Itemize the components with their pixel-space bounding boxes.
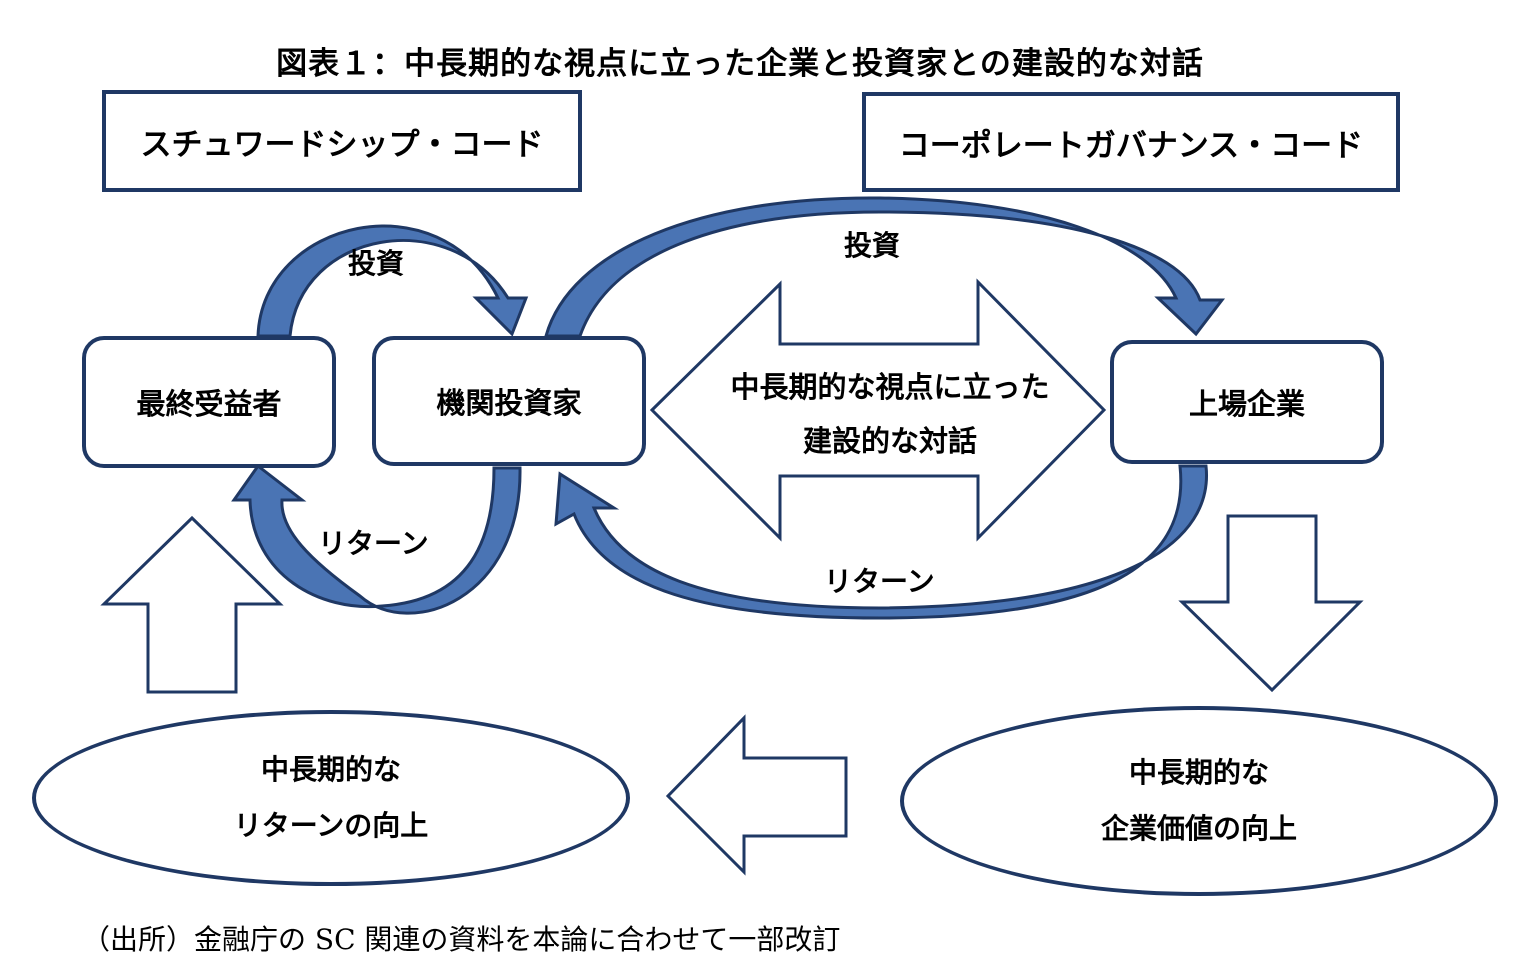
dialogue-text: 中長期的な視点に立った 建設的な対話 (660, 360, 1120, 468)
stewardship-code-label: スチュワードシップ・コード (140, 126, 544, 163)
beneficiary-label: 最終受益者 (136, 387, 282, 421)
source-note: （出所）金融庁の SC 関連の資料を本論に合わせて一部改訂 (82, 923, 841, 956)
dialogue-line-2: 建設的な対話 (802, 424, 977, 458)
dialogue-line-1: 中長期的な視点に立った (730, 370, 1050, 404)
institutional-investor-label: 機関投資家 (436, 386, 582, 420)
corporate-value-line-2: 企業価値の向上 (1100, 812, 1297, 845)
page-title: 図表１：中長期的な視点に立った企業と投資家との建設的な対話 (276, 46, 1204, 82)
return-arrow-right (554, 464, 1209, 620)
stewardship-code-box: スチュワードシップ・コード (102, 90, 582, 192)
left-arrow-hollow (665, 714, 848, 876)
return-arrow-left (231, 463, 522, 615)
investment-label-left: 投資 (348, 247, 405, 280)
down-arrow-hollow (1178, 514, 1364, 693)
listed-company-label: 上場企業 (1188, 387, 1305, 421)
dialogue-double-arrow (649, 278, 1107, 542)
institutional-investor-box: 機関投資家 (372, 336, 646, 466)
investment-arrow-right (544, 196, 1226, 338)
beneficiary-box: 最終受益者 (82, 336, 336, 468)
up-arrow-hollow (100, 515, 284, 694)
investment-arrow-left (256, 224, 529, 338)
return-improvement-line-1: 中長期的な (260, 753, 401, 786)
return-improvement-line-2: リターンの向上 (233, 809, 429, 842)
listed-company-box: 上場企業 (1110, 340, 1384, 464)
corporate-governance-code-box: コーポレートガバナンス・コード (862, 92, 1400, 192)
return-improvement-ellipse: 中長期的な リターンの向上 (32, 710, 630, 886)
corporate-governance-code-label: コーポレートガバナンス・コード (898, 127, 1364, 164)
corporate-value-improvement-ellipse: 中長期的な 企業価値の向上 (900, 706, 1498, 896)
return-label-right: リターン (824, 565, 935, 598)
corporate-value-line-1: 中長期的な (1128, 756, 1269, 789)
return-label-left: リターン (318, 527, 429, 560)
investment-label-right: 投資 (844, 229, 901, 262)
